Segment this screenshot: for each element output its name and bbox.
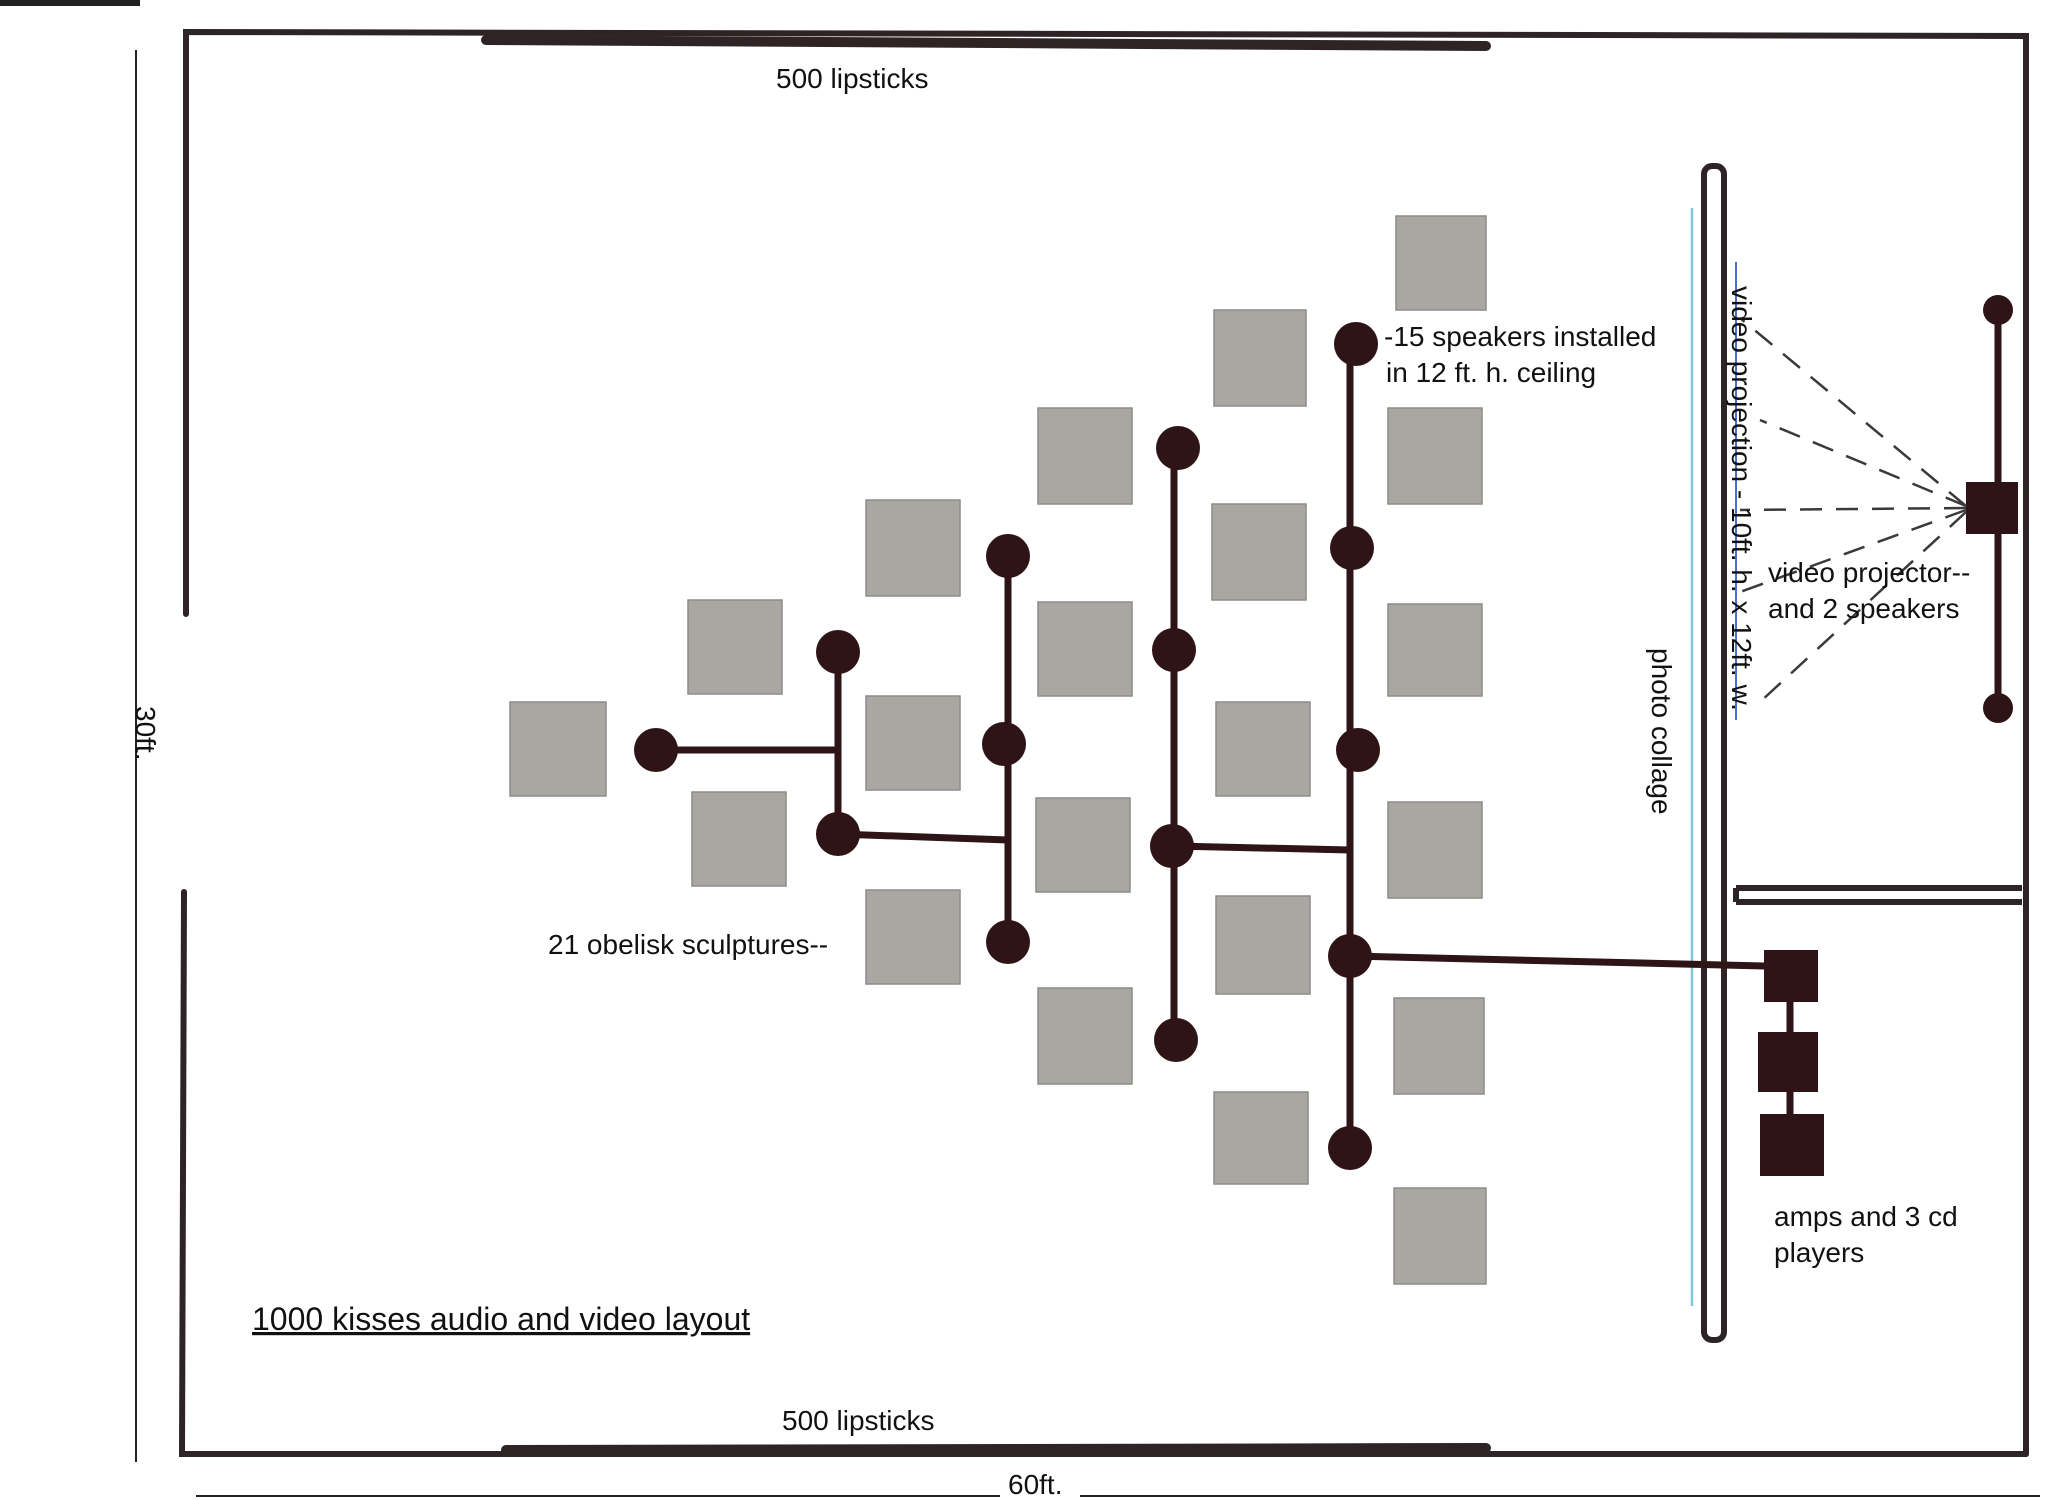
speaker-wiring (652, 340, 1768, 1152)
speaker (816, 630, 860, 674)
obelisk (1035, 797, 1131, 893)
speaker (1328, 934, 1372, 978)
obelisk (1215, 895, 1311, 995)
obelisk (1395, 215, 1487, 311)
projection-beams (1739, 317, 1967, 703)
projection-screen-wall (1701, 163, 1727, 1343)
ceiling-speakers-label-line2: in 12 ft. h. ceiling (1386, 357, 1596, 388)
video-projection-label: video projection - 10ft. h. x 12ft. w. (1726, 286, 1757, 711)
speaker (816, 812, 860, 856)
amps-label-line1: amps and 3 cd (1774, 1201, 1958, 1232)
projector-speaker-top (1983, 295, 2013, 325)
ceiling-speakers-label-line1: -15 speakers installed (1384, 321, 1656, 352)
obelisk (1037, 987, 1133, 1085)
obelisk (1211, 503, 1307, 601)
scan-edge (0, 0, 140, 6)
projector-assembly (1966, 295, 2018, 723)
obelisk (1387, 407, 1483, 505)
width-dimension-label: 60ft. (1008, 1469, 1062, 1500)
projector-label-line1: video projector-- (1768, 557, 1970, 588)
room-walls (178, 28, 2029, 1457)
photo-collage-label: photo collage (1646, 648, 1677, 815)
speaker (1152, 628, 1196, 672)
obelisk-sculptures (509, 215, 1487, 1285)
obelisk (1215, 701, 1311, 797)
obelisk (1037, 601, 1133, 697)
obelisk (865, 695, 961, 791)
obelisk (1037, 407, 1133, 505)
amps-label-line2: players (1774, 1237, 1864, 1268)
obelisk (687, 599, 783, 695)
projector-speaker-bottom (1983, 693, 2013, 723)
obelisk (865, 889, 961, 985)
equipment-room-partition (1733, 885, 2022, 905)
obelisk (1213, 1091, 1309, 1185)
obelisk (865, 499, 961, 597)
speaker (986, 534, 1030, 578)
ceiling-speakers (634, 322, 1380, 1170)
lipstick-shelf-bottom (501, 1443, 1491, 1455)
projector-label-line2: and 2 speakers (1768, 593, 1959, 624)
lipstick-shelf-top (481, 35, 1491, 51)
speaker (634, 728, 678, 772)
speaker (1328, 1126, 1372, 1170)
speaker (986, 920, 1030, 964)
obelisk (1213, 309, 1307, 407)
speaker (1156, 426, 1200, 470)
obelisks-label: 21 obelisk sculptures-- (548, 929, 828, 960)
obelisk (1387, 603, 1483, 697)
speaker (1336, 728, 1380, 772)
speaker (982, 722, 1026, 766)
diagram-title: 1000 kisses audio and video layout (252, 1301, 750, 1337)
lipsticks-bottom-label: 500 lipsticks (782, 1405, 935, 1436)
obelisk (1393, 1187, 1487, 1285)
obelisk (1393, 997, 1485, 1095)
speaker (1330, 526, 1374, 570)
cd-player-box-3 (1760, 1114, 1824, 1176)
video-projector-box (1966, 482, 2018, 534)
height-dimension-label: 30ft. (130, 706, 161, 760)
speaker (1154, 1018, 1198, 1062)
speaker (1150, 824, 1194, 868)
obelisk (1387, 801, 1483, 899)
speaker (1334, 322, 1378, 366)
amp-box-1 (1764, 950, 1818, 1002)
amps-and-cd-players (1758, 950, 1824, 1176)
obelisk (691, 791, 787, 887)
lipsticks-top-label: 500 lipsticks (776, 63, 929, 94)
obelisk (509, 701, 607, 797)
